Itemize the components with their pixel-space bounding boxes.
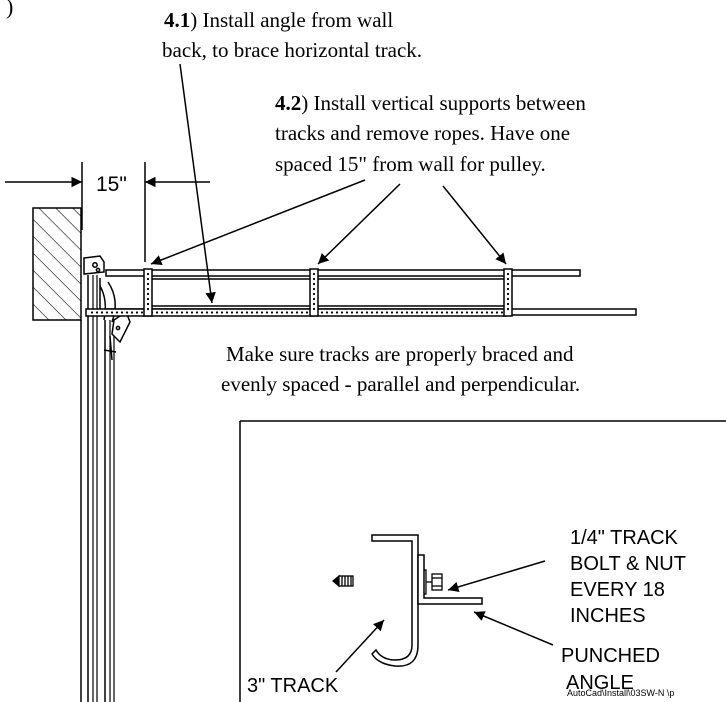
bolt-icon (331, 574, 354, 588)
step-4-1-text: ) Install angle from wall (190, 8, 393, 32)
note-line-1: Make sure tracks are properly braced and (226, 342, 574, 366)
arrow-to-bolt (447, 560, 546, 593)
arrow-to-angle (473, 611, 554, 646)
dimension-15-inch: 15" (5, 162, 210, 262)
step-4-1-line-2: back, to brace horizontal track. (162, 38, 422, 62)
bolt-label-line-4: INCHES (570, 605, 646, 627)
bolt-label-line-3: EVERY 18 (570, 579, 665, 601)
step-4-1-line-1: 4.1) Install angle from wall (164, 8, 393, 32)
arrow-4-2-to-support-1 (150, 179, 366, 266)
track-profile (371, 534, 419, 667)
step-4-1-number: 4.1 (164, 8, 190, 32)
arrow-4-1-to-angle (179, 63, 216, 304)
step-4-2-line-2: tracks and remove ropes. Have one (275, 121, 570, 145)
angle-label-line-2: ANGLE (566, 672, 634, 694)
bolt-label-line-2: BOLT & NUT (570, 553, 686, 575)
vertical-track (87, 275, 115, 702)
detail-box: 1/4" TRACK BOLT & NUT EVERY 18 INCHES PU… (239, 420, 726, 702)
step-4-2-line-1: 4.2) Install vertical supports between (275, 91, 586, 115)
track-label: 3" TRACK (247, 675, 339, 697)
punched-angle (417, 554, 483, 605)
dimension-label: 15" (96, 173, 127, 196)
step-4-2-line-3: spaced 15" from wall for pulley. (275, 152, 546, 176)
vertical-support-1 (143, 268, 153, 317)
wall-section (32, 207, 82, 702)
vertical-support-3 (503, 268, 513, 317)
step-4-2-number: 4.2 (275, 91, 301, 115)
arrow-4-2-to-support-2 (317, 183, 401, 265)
angle-label-line-1: PUNCHED (561, 645, 660, 667)
vertical-support-2 (309, 268, 319, 317)
step-4-2-text: ) Install vertical supports between (301, 91, 586, 115)
bolt-label-line-1: 1/4" TRACK (570, 527, 679, 549)
top-mark: ) (6, 0, 13, 19)
arrow-4-2-to-support-3 (442, 185, 507, 265)
file-path: AutoCad\Install\03SW-N \p (567, 688, 674, 698)
note-line-2: evenly spaced - parallel and perpendicul… (221, 372, 580, 396)
arrow-to-track (335, 619, 385, 673)
pulley-bracket (83, 255, 131, 361)
